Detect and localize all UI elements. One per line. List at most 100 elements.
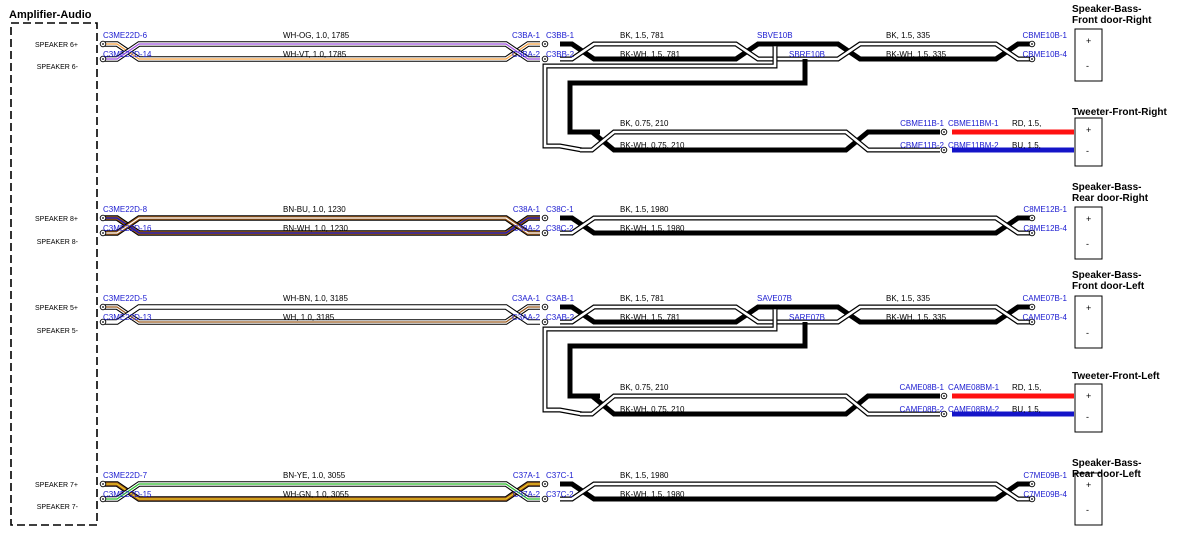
wire-label: BK, 1.5, 1980 [620, 471, 669, 480]
wire-label: BK-WH, 1.5, 781 [620, 50, 681, 59]
polarity-plus: + [1086, 125, 1091, 135]
end-connector-pin-dot [1031, 232, 1033, 234]
amplifier-pin-label: SPEAKER 5+ [35, 305, 78, 312]
tweeter-connector-pin-dot [943, 395, 945, 397]
polarity-plus: + [1086, 214, 1091, 224]
amp-pin-dot [102, 483, 104, 485]
component-title: Tweeter-Front-Right [1072, 107, 1167, 118]
speaker-wire-a [560, 41, 770, 62]
mid-connector-pin-dot [544, 217, 546, 219]
speaker-component-box [1074, 383, 1103, 433]
splice-label: SBVE10B [757, 31, 793, 40]
wire-label: BK-WH, 1.5, 781 [620, 313, 681, 322]
amplifier-title: Amplifier-Audio [9, 9, 92, 21]
amp-connector-label: C3ME22D-8 [103, 205, 148, 214]
mid-connector-label: C3AB-2 [546, 313, 575, 322]
splice-point [772, 41, 778, 47]
amplifier-box [10, 22, 98, 526]
amp-connector-label: C3ME22D-16 [103, 224, 152, 233]
mid-connector-label: C37C-1 [546, 471, 574, 480]
speaker-wire-a [560, 215, 1030, 236]
tweeter-wire-label: BK, 0.75, 210 [620, 383, 669, 392]
amp-pin-dot [102, 321, 104, 323]
mid-connector-pin-dot [544, 43, 546, 45]
end-connector-label: C7ME09B-1 [1023, 471, 1067, 480]
end-connector-label: C7ME09B-4 [1023, 490, 1067, 499]
component-title: Tweeter-Front-Left [1072, 371, 1160, 382]
amplifier-pin-label: SPEAKER 8+ [35, 216, 78, 223]
amp-pin-dot [102, 43, 104, 45]
wire-label: BN-YE, 1.0, 3055 [283, 471, 346, 480]
amp-connector-label: C3ME22D-13 [103, 313, 152, 322]
end-connector-pin-dot [1031, 43, 1033, 45]
mid-connector-pin-dot [544, 483, 546, 485]
amp-connector-label: C3ME22D-15 [103, 490, 152, 499]
tweeter-connector-pin-dot [943, 413, 945, 415]
harness-wire-a-stripe [105, 217, 540, 234]
amp-connector-label: C3ME22D-5 [103, 294, 148, 303]
mid-connector-label: C3BB-1 [546, 31, 575, 40]
mid-connector-pin-dot [544, 321, 546, 323]
wire-label: BK, 1.5, 1980 [620, 205, 669, 214]
mid-connector-label: C38A-2 [513, 224, 541, 233]
mid-connector-pin-dot [544, 306, 546, 308]
speaker-component-box [1074, 117, 1103, 167]
splice-label: SAVE07B [757, 294, 792, 303]
amplifier-pin-label: SPEAKER 5- [37, 328, 79, 335]
end-connector-label: C8ME12B-4 [1023, 224, 1067, 233]
tweeter-connector-label: CAME08B-2 [900, 405, 945, 414]
polarity-plus: + [1086, 480, 1091, 490]
component-title: Front door-Left [1072, 281, 1145, 292]
harness-wire-b-stripe [105, 217, 540, 234]
tweeter-lead-label: BU, 1.5, [1012, 141, 1041, 150]
wire-label: WH, 1.0, 3185 [283, 313, 335, 322]
component-title: Speaker-Bass- [1072, 458, 1141, 469]
harness-wire-a-stripe [105, 43, 540, 60]
polarity-minus: - [1086, 328, 1089, 338]
mid-connector-label: C3AB-1 [546, 294, 575, 303]
tweeter-connector-label: CAME08B-1 [900, 383, 945, 392]
polarity-minus: - [1086, 61, 1089, 71]
polarity-plus: + [1086, 303, 1091, 313]
tweeter-wire-b [580, 394, 880, 416]
component-title: Speaker-Bass- [1072, 4, 1141, 15]
polarity-plus: + [1086, 391, 1091, 401]
component-title: Front door-Right [1072, 15, 1152, 26]
wire-label: BK, 1.5, 781 [620, 294, 665, 303]
speaker-wire-b [560, 482, 1030, 501]
mid-connector-label: C38C-1 [546, 205, 574, 214]
amplifier-pin-label: SPEAKER 7- [37, 504, 79, 511]
end-connector-pin-dot [1031, 217, 1033, 219]
mid-connector-pin-dot [544, 498, 546, 500]
end-connector-pin-dot [1031, 483, 1033, 485]
wire-label: BN-WH, 1.0, 1230 [283, 224, 348, 233]
mid-connector-label: C3BA-1 [512, 31, 541, 40]
tweeter-connector-label: CAME08BM-2 [948, 405, 1000, 414]
tweeter-connector-label: CBME11B-1 [900, 119, 944, 128]
speaker-wire-b [560, 42, 770, 61]
tweeter-wire-label: BK-WH, 0.75, 210 [620, 405, 685, 414]
tweeter-connector-label: CBME11BM-1 [948, 119, 999, 128]
mid-connector-label: C37A-1 [513, 471, 541, 480]
mid-connector-label: C3AA-1 [512, 294, 541, 303]
mid-connector-label: C3BB-2 [546, 50, 575, 59]
end-connector-label: CBME10B-4 [1023, 50, 1068, 59]
splice-point [772, 304, 778, 310]
component-title: Speaker-Bass- [1072, 270, 1141, 281]
amplifier-pin-label: SPEAKER 6+ [35, 42, 78, 49]
splice-label: SARE07B [789, 313, 825, 322]
wire-label: WH-OG, 1.0, 1785 [283, 31, 350, 40]
amp-connector-label: C3ME22D-14 [103, 50, 152, 59]
tweeter-connector-label: CBME11B-2 [900, 141, 944, 150]
end-connector-label: CBME10B-1 [1023, 31, 1068, 40]
wire-label: WH-BN, 1.0, 3185 [283, 294, 348, 303]
wire-label: BK-WH, 1.5, 1980 [620, 224, 685, 233]
wire-label: BK-WH, 1.5, 335 [886, 313, 947, 322]
end-connector-pin-dot [1031, 58, 1033, 60]
wire-label: BK, 1.5, 335 [886, 31, 931, 40]
polarity-plus: + [1086, 36, 1091, 46]
polarity-minus: - [1086, 239, 1089, 249]
amp-pin-dot [102, 217, 104, 219]
speaker-wire-a2 [826, 41, 1030, 62]
